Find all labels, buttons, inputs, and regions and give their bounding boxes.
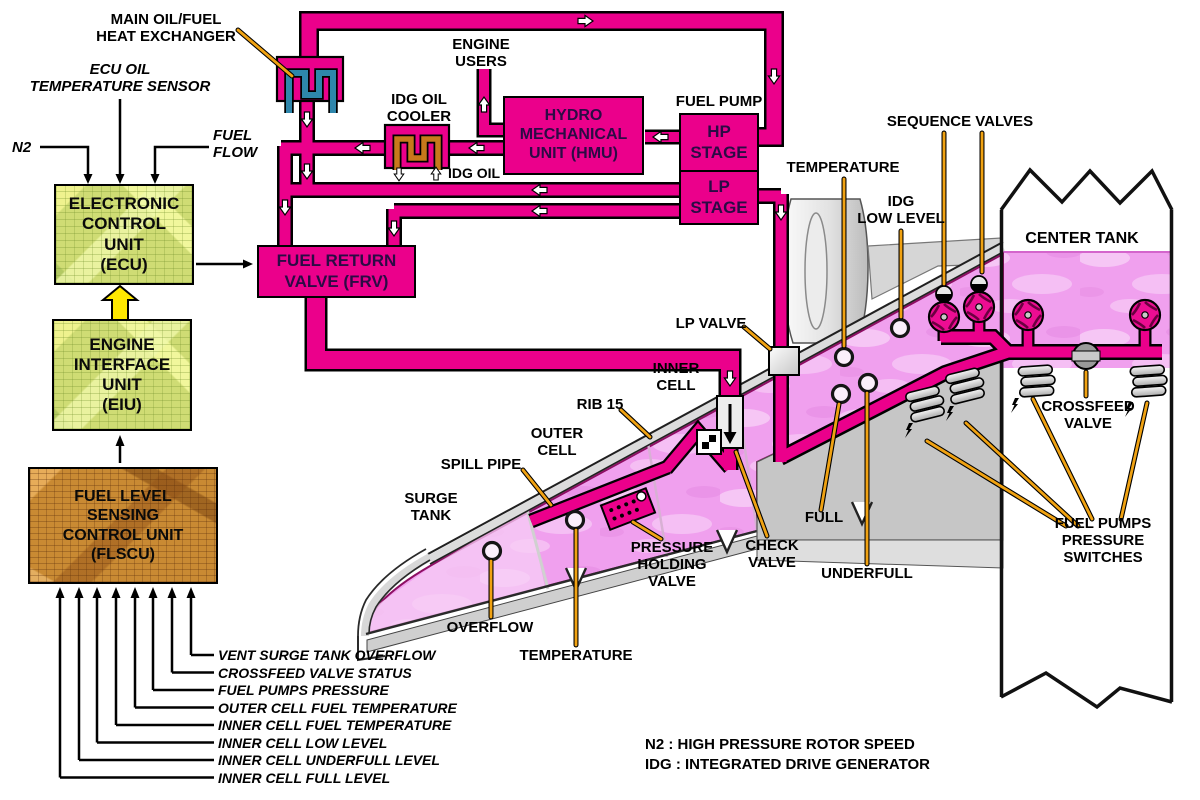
signal-arrowheads	[55, 174, 253, 598]
label-rib-15: RIB 15	[576, 396, 624, 413]
label-spill-pipe: SPILL PIPE	[440, 456, 522, 473]
label-signal-inner-cell-fuel-temperature: INNER CELL FUEL TEMPERATURE	[218, 717, 452, 733]
lp-stage-box: LP STAGE	[679, 171, 759, 225]
center-tank-walls	[999, 167, 1174, 710]
rib-surge	[525, 508, 550, 590]
label-engine-users: ENGINE USERS	[452, 36, 510, 70]
label-signal-fuel-pumps-pressure: FUEL PUMPS PRESSURE	[218, 682, 389, 698]
leader-lines	[235, 27, 1150, 648]
label-lp-valve: LP VALVE	[675, 315, 747, 332]
hmu-box: HYDRO MECHANICAL UNIT (HMU)	[503, 96, 644, 175]
label-check-valve: CHECK VALVE	[745, 537, 799, 571]
pressure-switch-3-icon	[1017, 363, 1057, 398]
label-temperature-engine: TEMPERATURE	[786, 159, 900, 176]
idg-oil-cooler-icon	[383, 123, 451, 170]
label-fuel-pump: FUEL PUMP	[675, 93, 763, 110]
legend-n2: N2 : HIGH PRESSURE ROTOR SPEED	[645, 736, 915, 753]
wing-pump-1-icon	[927, 300, 961, 334]
eiu-box: ENGINE INTERFACE UNIT (EIU)	[52, 319, 192, 431]
lp-valve-icon	[768, 346, 800, 376]
label-center-tank: CENTER TANK	[1025, 230, 1139, 247]
label-inner-cell: INNER CELL	[652, 360, 700, 394]
pressure-relief-icon	[696, 429, 722, 455]
label-sequence-valves: SEQUENCE VALVES	[886, 113, 1034, 130]
pressure-switch-4-icon	[1129, 363, 1169, 398]
ecu-box: ELECTRONIC CONTROL UNIT (ECU)	[54, 184, 194, 285]
label-overflow: OVERFLOW	[446, 619, 534, 636]
idg-low-level-sensor-icon	[889, 317, 911, 339]
flscu-box: FUEL LEVEL SENSING CONTROL UNIT (FLSCU)	[28, 467, 218, 584]
frv-box: FUEL RETURN VALVE (FRV)	[257, 245, 416, 298]
label-full: FULL	[804, 509, 844, 526]
label-crossfeed-valve: CROSSFEED VALVE	[1041, 398, 1135, 432]
label-pressure-holding-valve: PRESSURE HOLDING VALVE	[630, 539, 714, 590]
crossfeed-valve-icon	[1071, 342, 1101, 370]
engine-nacelle-icon	[782, 198, 869, 344]
label-signal-inner-cell-underfull-level: INNER CELL UNDERFULL LEVEL	[218, 752, 440, 768]
label-signal-inner-cell-low-level: INNER CELL LOW LEVEL	[218, 734, 388, 751]
bolt-icon	[1011, 398, 1019, 413]
label-main-heat-exchanger: MAIN OIL/FUEL HEAT EXCHANGER	[96, 11, 236, 45]
label-ecu-oil-temp-sensor: ECU OIL TEMPERATURE SENSOR	[29, 61, 211, 95]
outer-temp-sensor-icon	[564, 509, 586, 531]
underfull-sensor-icon	[857, 372, 879, 394]
hp-stage-box: HP STAGE	[679, 113, 759, 171]
label-signal-inner-cell-full-level: INNER CELL FULL LEVEL	[218, 769, 391, 786]
center-tank-pump-2-icon	[1128, 298, 1162, 332]
eiu-to-ecu-arrow	[100, 284, 140, 321]
label-surge-tank: SURGE TANK	[404, 490, 458, 524]
sequence-valve-1-icon	[935, 285, 953, 303]
full-sensor-icon	[830, 383, 852, 405]
label-signal-vent-surge-tank-overflow: VENT SURGE TANK OVERFLOW	[218, 647, 436, 663]
label-temperature-outer: TEMPERATURE	[519, 647, 633, 664]
inner-temp-sensor-icon	[833, 346, 855, 368]
overflow-sensor-icon	[481, 540, 503, 562]
label-n2: N2	[12, 139, 32, 156]
legend-idg: IDG : INTEGRATED DRIVE GENERATOR	[645, 756, 931, 773]
label-idg-oil-cooler: IDG OIL COOLER	[386, 91, 452, 125]
label-idg-oil: IDG OIL	[448, 165, 501, 181]
label-underfull: UNDERFULL	[821, 565, 913, 582]
label-signal-crossfeed-valve-status: CROSSFEED VALVE STATUS	[218, 664, 412, 681]
signal-lines	[40, 99, 244, 779]
label-idg-low-level: IDG LOW LEVEL	[857, 193, 945, 227]
label-signal-outer-cell-fuel-temperature: OUTER CELL FUEL TEMPERATURE	[218, 699, 457, 716]
label-fuel-flow: FUEL FLOW	[213, 127, 258, 161]
sequence-valve-2-icon	[970, 275, 988, 293]
label-fuel-pumps-pressure-switches: FUEL PUMPS PRESSURE SWITCHES	[1054, 515, 1152, 566]
surge-tank-region	[367, 509, 545, 633]
wing-pump-2-icon	[962, 290, 996, 324]
center-tank-pump-1-icon	[1011, 298, 1045, 332]
label-outer-cell: OUTER CELL	[530, 425, 584, 459]
rib-15-line	[646, 442, 669, 558]
